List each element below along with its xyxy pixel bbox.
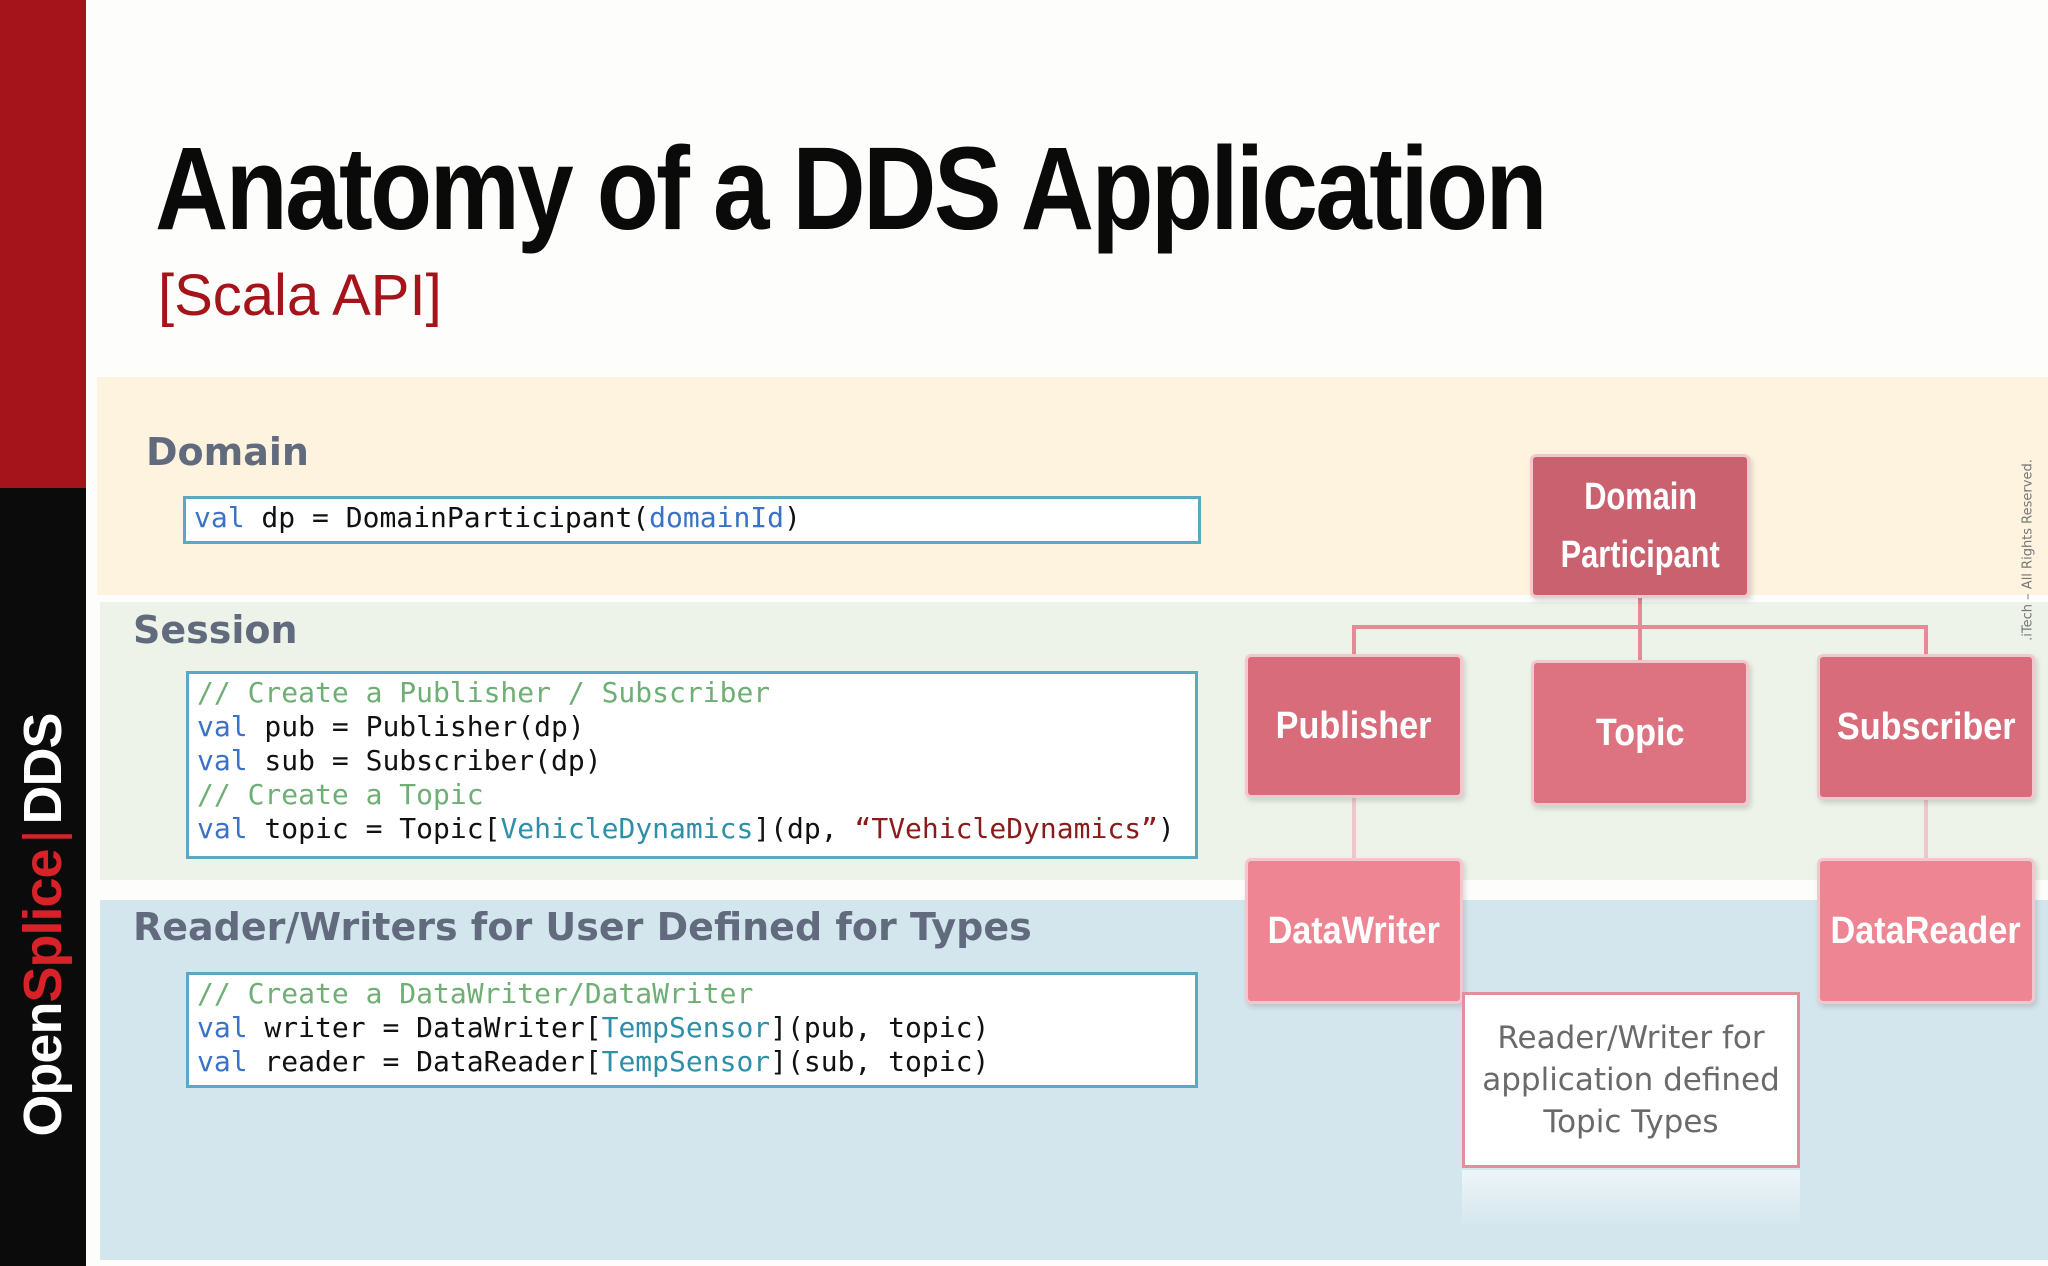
code-line: // Create a Topic bbox=[197, 778, 1187, 812]
code-token-type: TempSensor bbox=[601, 1011, 771, 1044]
domain-code-box: val dp = DomainParticipant(domainId) bbox=[183, 496, 1201, 544]
code-token-keyword: val bbox=[194, 501, 245, 534]
code-line: val dp = DomainParticipant(domainId) bbox=[194, 501, 1190, 535]
domain-section-label: Domain bbox=[146, 430, 309, 474]
subscriber-label: Subscriber bbox=[1836, 706, 2016, 748]
session-section-label: Session bbox=[133, 608, 298, 652]
code-token-plain: ) bbox=[784, 501, 801, 534]
subscriber-node: Subscriber bbox=[1817, 654, 2035, 800]
code-token-keyword: domainId bbox=[649, 501, 785, 534]
code-token-string: “TVehicleDynamics” bbox=[854, 812, 1158, 845]
code-token-type: TempSensor bbox=[601, 1045, 771, 1078]
code-token-plain: dp = DomainParticipant( bbox=[244, 501, 650, 534]
code-line: // Create a DataWriter/DataWriter bbox=[197, 977, 1187, 1011]
code-line: // Create a Publisher / Subscriber bbox=[197, 676, 1187, 710]
code-token-plain: pub = Publisher(dp) bbox=[247, 710, 585, 743]
brand-open: Open bbox=[13, 1002, 73, 1137]
publisher-node: Publisher bbox=[1245, 654, 1463, 798]
note-line-2: application defined bbox=[1482, 1062, 1780, 1098]
readers-writers-section-label: Reader/Writers for User Defined for Type… bbox=[133, 905, 1032, 949]
code-token-type: VehicleDynamics bbox=[500, 812, 754, 845]
code-token-plain: ) bbox=[1157, 812, 1175, 845]
code-line: val sub = Subscriber(dp) bbox=[197, 744, 1187, 778]
slide-title: Anatomy of a DDS Application bbox=[155, 123, 1547, 255]
sidebar-red-band bbox=[0, 0, 86, 488]
code-token-plain: ](dp, bbox=[753, 812, 855, 845]
code-token-plain: ](sub, topic) bbox=[770, 1045, 990, 1078]
code-token-keyword: val bbox=[197, 1045, 248, 1078]
code-token-keyword: val bbox=[197, 744, 248, 777]
code-token-comment: // Create a Publisher / Subscriber bbox=[197, 676, 771, 709]
code-token-keyword: val bbox=[197, 812, 248, 845]
code-line: val pub = Publisher(dp) bbox=[197, 710, 1187, 744]
code-token-comment: // Create a DataWriter/DataWriter bbox=[197, 977, 754, 1010]
brand-dds: DDS bbox=[13, 713, 73, 825]
brand-splice: Splice bbox=[13, 849, 73, 1003]
domain-participant-line-1: Domain bbox=[1583, 476, 1697, 518]
publisher-label: Publisher bbox=[1276, 705, 1432, 747]
code-line: val writer = DataWriter[TempSensor](pub,… bbox=[197, 1011, 1187, 1045]
slide-subtitle: [Scala API] bbox=[158, 263, 442, 328]
code-token-keyword: val bbox=[197, 710, 248, 743]
code-token-plain: writer = DataWriter[ bbox=[247, 1011, 602, 1044]
code-token-plain: sub = Subscriber(dp) bbox=[247, 744, 602, 777]
data-writer-label: DataWriter bbox=[1267, 910, 1441, 952]
note-reflection bbox=[1462, 1170, 1800, 1228]
brand-logo: OpenSplice | DDS bbox=[12, 713, 74, 1136]
topic-label: Topic bbox=[1595, 712, 1685, 754]
data-reader-node: DataReader bbox=[1817, 858, 2035, 1004]
data-writer-node: DataWriter bbox=[1245, 858, 1463, 1004]
topic-node: Topic bbox=[1531, 660, 1749, 806]
code-line: val topic = Topic[VehicleDynamics](dp, “… bbox=[197, 812, 1187, 846]
note-line-3: Topic Types bbox=[1543, 1104, 1719, 1140]
code-token-plain: reader = DataReader[ bbox=[247, 1045, 602, 1078]
code-token-plain: topic = Topic[ bbox=[247, 812, 501, 845]
data-reader-label: DataReader bbox=[1830, 910, 2022, 952]
brand-separator: | bbox=[13, 830, 73, 844]
domain-participant-line-2: Participant bbox=[1560, 534, 1720, 576]
sidebar-black-band bbox=[0, 488, 86, 1266]
domain-band bbox=[97, 377, 2048, 595]
code-token-comment: // Create a Topic bbox=[197, 778, 484, 811]
code-token-plain: ](pub, topic) bbox=[770, 1011, 990, 1044]
copyright-text: .iTech – All Rights Reserved. bbox=[2020, 459, 2036, 641]
code-token-keyword: val bbox=[197, 1011, 248, 1044]
note-line-1: Reader/Writer for bbox=[1497, 1020, 1765, 1056]
code-line: val reader = DataReader[TempSensor](sub,… bbox=[197, 1045, 1187, 1079]
